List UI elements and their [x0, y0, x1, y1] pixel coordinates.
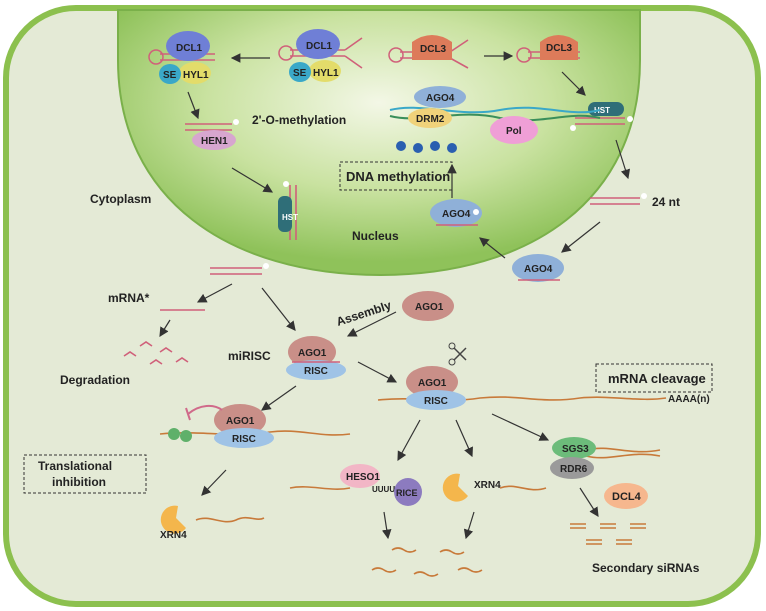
dna-methylation-box	[339, 161, 453, 191]
rice-label: RICE	[396, 488, 418, 498]
degradation-fragments	[123, 341, 189, 365]
translational-box	[23, 454, 147, 494]
decay-fragments	[371, 547, 483, 577]
hyl1-label-a: HYL1	[183, 70, 209, 81]
sgs3-label: SGS3	[562, 444, 589, 455]
arrow-to-cleavage	[357, 361, 398, 383]
sirna-24nt	[590, 193, 647, 205]
hst-right-exporter: HST	[570, 102, 633, 131]
methylation-label: 2'-O-methylation	[252, 113, 346, 127]
degradation-label: Degradation	[60, 373, 130, 387]
dcl3-label-a: DCL3	[420, 44, 447, 55]
arrow-to-heso1	[397, 419, 421, 462]
translational-complex: AGO1 RISC	[159, 404, 351, 448]
cleavage-complex: AGO1 RISC	[377, 342, 667, 410]
secondary-sirna-fragments	[570, 523, 646, 545]
polya-label: AAAA(n)	[668, 394, 710, 405]
rdr6-label: RDR6	[560, 464, 588, 475]
scissors-icon	[453, 347, 467, 361]
dcl1-label-b: DCL1	[306, 41, 333, 52]
ago4-low-label: AGO4	[524, 264, 553, 275]
hst-left-exporter: HST	[278, 181, 298, 240]
se-label-b: SE	[293, 68, 307, 79]
dcl4-enzyme: DCL4	[604, 483, 648, 509]
dcl1-complex-left: DCL1 SE HYL1	[148, 31, 215, 84]
hen1-label: HEN1	[201, 136, 228, 147]
heso1-rice-complex: HESO1 UUUU RICE	[289, 464, 422, 506]
drm2-label: DRM2	[416, 114, 445, 125]
arrow-to-mrna-star	[196, 283, 233, 303]
ago4-mid-label: AGO4	[442, 209, 471, 220]
ago1-center-label: AGO1	[298, 348, 327, 359]
arrow-to-sgs3	[491, 413, 550, 441]
arrow-to-hst-left	[231, 167, 274, 193]
arrow-to-xrn4-mid	[455, 419, 473, 458]
arrow-xrn4-decay	[463, 511, 475, 540]
se-label-a: SE	[163, 70, 177, 81]
xrn4-left-label: XRN4	[160, 530, 187, 541]
ago4-low: AGO4	[512, 254, 564, 282]
dcl1-label-a: DCL1	[176, 43, 203, 54]
uuuu-label: UUUU	[372, 485, 395, 494]
dna-methylation-label: DNA methylation	[346, 169, 450, 184]
mrna-star-label: mRNA*	[108, 291, 150, 305]
hst-left-label: HST	[282, 213, 298, 222]
24nt-label: 24 nt	[652, 195, 680, 209]
mirisc-complex: AGO1 RISC	[286, 336, 346, 380]
ago1-trans-label: AGO1	[226, 416, 255, 427]
ago4-top-label: AGO4	[426, 93, 455, 104]
arrow-assembly	[346, 311, 397, 337]
arrow-to-degradation	[159, 319, 171, 338]
mirisc-label: miRISC	[228, 349, 271, 363]
risc-center-label: RISC	[304, 366, 328, 377]
xrn4-mid-label: XRN4	[474, 480, 501, 491]
ago4-mid: AGO4	[430, 199, 482, 227]
heso1-label: HESO1	[346, 472, 380, 483]
cytoplasm-label: Cytoplasm	[90, 192, 151, 206]
nucleus-shape	[117, 9, 641, 277]
xrn4-mid: XRN4	[442, 473, 547, 502]
sgs3-rdr6-complex: SGS3 RDR6	[550, 437, 661, 479]
dcl3-complex-right: DCL3	[516, 35, 580, 63]
dna-methylation-complex: AGO4 DRM2 Pol	[389, 86, 601, 153]
arrow-to-mirisc	[261, 287, 296, 331]
dcl3-complex-left: DCL3	[388, 35, 469, 69]
dcl3-label-b: DCL3	[546, 43, 573, 54]
arrow-to-24nt	[615, 139, 631, 180]
xrn4-left: XRN4	[160, 505, 265, 541]
translational-label-2: inhibition	[52, 475, 106, 489]
ago1-free: AGO1	[402, 291, 454, 321]
translational-label-1: Translational	[38, 459, 112, 473]
nucleus-label: Nucleus	[352, 229, 399, 243]
arrow-heso1-decay	[381, 511, 392, 540]
pol-label: Pol	[506, 126, 522, 137]
mrna-cleavage-label: mRNA cleavage	[608, 371, 706, 386]
dcl4-label: DCL4	[612, 491, 642, 503]
arrow-to-xrn4-left	[201, 469, 227, 496]
arrow-to-ago4-low	[561, 221, 601, 253]
dcl1-complex-right: DCL1 SE HYL1	[278, 29, 363, 82]
risc-cleave-label: RISC	[424, 396, 448, 407]
arrow-to-secondary	[579, 487, 599, 518]
secondary-sirnas-label: Secondary siRNAs	[592, 561, 700, 575]
arrow-to-ago4-mid	[479, 237, 506, 259]
hst-right-label: HST	[594, 106, 610, 115]
risc-trans-label: RISC	[232, 434, 256, 445]
inhibition-icon	[187, 404, 223, 415]
ago1-free-label: AGO1	[415, 302, 444, 313]
ago1-cleave-label: AGO1	[418, 378, 447, 389]
mrna-cleavage-box	[595, 363, 713, 393]
arrow-to-hen1	[187, 91, 200, 120]
hen1-complex: HEN1	[185, 119, 239, 150]
hyl1-label-b: HYL1	[313, 68, 339, 79]
arrow-to-translational	[261, 385, 297, 411]
arrow-to-hst-right	[561, 71, 586, 96]
mirna-duplex-exported	[210, 263, 269, 275]
